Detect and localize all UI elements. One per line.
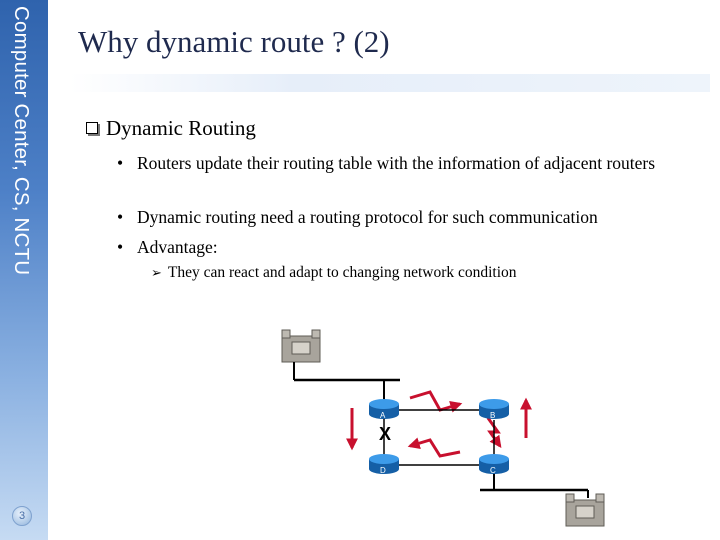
lightning-arrow-icon — [407, 437, 461, 458]
bullet-text: Dynamic routing need a routing protocol … — [137, 207, 598, 227]
side-banner — [0, 0, 48, 540]
broken-link-mark: X — [379, 424, 391, 444]
router-c-icon: C — [479, 454, 509, 475]
page-title: Why dynamic route ? (2) — [78, 24, 390, 59]
router-d-icon: D — [369, 454, 399, 475]
sub-bullet: ➢ They can react and adapt to changing ne… — [151, 264, 517, 282]
router-label: B — [490, 411, 495, 420]
building-icon — [281, 329, 321, 363]
bullet-dot-icon: • — [117, 237, 124, 257]
arrow-bullet-icon: ➢ — [151, 266, 162, 281]
checkbox-bullet-icon — [86, 122, 98, 134]
router-b-icon: B — [479, 399, 509, 420]
bullet-item: • Advantage: — [117, 235, 697, 259]
router-label: D — [380, 466, 386, 475]
sub-bullet-text: They can react and adapt to changing net… — [167, 264, 517, 281]
bullet-item: • Dynamic routing need a routing protoco… — [117, 205, 697, 229]
router-label: A — [380, 411, 386, 420]
title-divider — [70, 74, 710, 92]
lightning-arrow-icon — [409, 390, 463, 413]
level1-bullet-text: Dynamic Routing — [106, 116, 256, 140]
router-a-icon: A — [369, 399, 399, 420]
router-label: C — [490, 466, 496, 475]
page-number: 3 — [12, 506, 32, 526]
bullet-text: Routers update their routing table with … — [137, 153, 656, 173]
bullet-item: • Routers update their routing table wit… — [117, 151, 697, 175]
bullet-text: Advantage: — [137, 237, 218, 257]
network-diagram: X A B D C — [281, 329, 605, 527]
level1-bullet: Dynamic Routing — [86, 116, 256, 141]
bullet-dot-icon: • — [117, 207, 124, 227]
bullet-dot-icon: • — [117, 153, 124, 173]
organization-label: Computer Center, CS, NCTU — [10, 6, 33, 276]
building-icon — [565, 493, 605, 527]
